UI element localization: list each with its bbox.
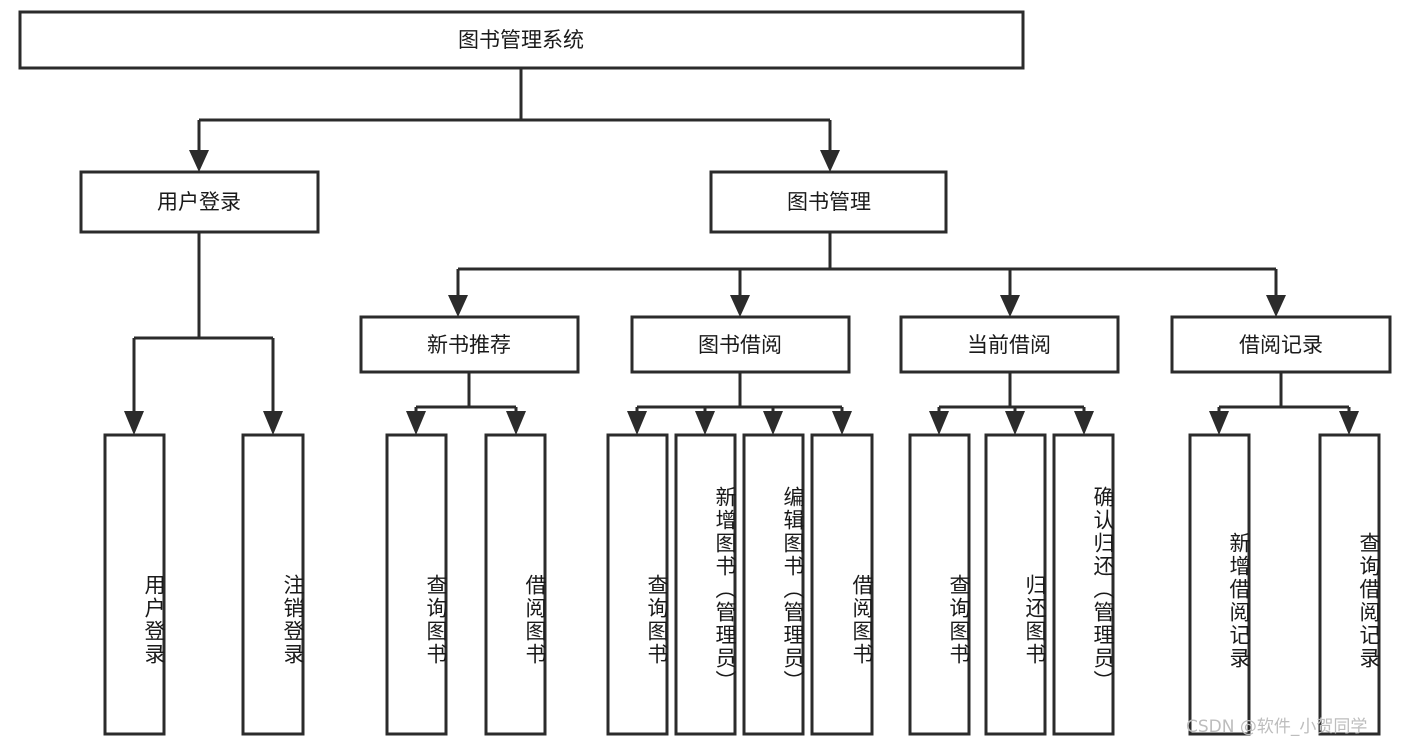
node-leaf-borrow-book-2-box[interactable]: [810, 433, 874, 736]
node-book-manage-box[interactable]: [709, 170, 948, 234]
node-book-borrow-box[interactable]: [630, 315, 851, 374]
node-leaf-edit-book-box[interactable]: [742, 433, 805, 736]
connector-layer: [124, 68, 1359, 435]
arrow-head-leaf-user-login: [124, 411, 144, 435]
arrow-head-current-borrow: [1000, 295, 1020, 317]
node-leaf-query-book-2-box[interactable]: [606, 433, 669, 736]
arrow-head-borrow-record: [1266, 295, 1286, 317]
arrow-head-new-book-rec: [448, 295, 468, 317]
node-borrow-record-label: 借阅记录: [1239, 333, 1323, 357]
arrow-head-leaf-edit-book: [763, 411, 783, 435]
arrow-head-leaf-add-book: [695, 411, 715, 435]
arrow-head-leaf-query-book-2: [627, 411, 647, 435]
node-book-borrow-label: 图书借阅: [698, 333, 782, 357]
node-book-manage-label: 图书管理: [787, 190, 871, 214]
node-current-borrow-box[interactable]: [899, 315, 1120, 374]
node-book-manage[interactable]: 图书管理: [709, 170, 948, 234]
node-leaf-query-record-box[interactable]: [1318, 433, 1381, 736]
node-leaf-add-book-box[interactable]: [674, 433, 737, 736]
node-leaf-logout-box[interactable]: [241, 433, 305, 736]
node-root-label: 图书管理系统: [458, 28, 584, 52]
arrow-head-book-manage: [820, 150, 840, 172]
node-new-book-rec-box[interactable]: [359, 315, 580, 374]
arrow-head-leaf-query-book-3: [929, 411, 949, 435]
node-root-box[interactable]: [18, 10, 1025, 70]
arrow-head-leaf-query-record: [1339, 411, 1359, 435]
node-user-login-box[interactable]: [79, 170, 320, 234]
arrow-head-book-borrow: [730, 295, 750, 317]
node-new-book-rec[interactable]: 新书推荐: [359, 315, 580, 374]
node-leaf-query-book-3-box[interactable]: [908, 433, 971, 736]
node-leaf-confirm-return-box[interactable]: [1052, 433, 1115, 736]
node-current-borrow-label: 当前借阅: [967, 333, 1051, 357]
arrow-head-leaf-query-book-1: [406, 411, 426, 435]
node-new-book-rec-label: 新书推荐: [427, 333, 511, 357]
node-leaf-query-book-1-box[interactable]: [385, 433, 448, 736]
node-leaf-user-login-box[interactable]: [103, 433, 166, 736]
arrow-head-leaf-add-record: [1209, 411, 1229, 435]
arrow-head-leaf-logout: [263, 411, 283, 435]
node-user-login[interactable]: 用户登录: [79, 170, 320, 234]
node-current-borrow[interactable]: 当前借阅: [899, 315, 1120, 374]
node-book-borrow[interactable]: 图书借阅: [630, 315, 851, 374]
arrow-head-leaf-confirm-return: [1074, 411, 1094, 435]
csdn-watermark: CSDN @软件_小贺同学: [1186, 717, 1368, 737]
arrow-head-leaf-borrow-book-2: [832, 411, 852, 435]
node-leaf-borrow-book-1-box[interactable]: [484, 433, 547, 736]
node-borrow-record-box[interactable]: [1170, 315, 1392, 374]
arrow-head-leaf-return-book: [1005, 411, 1025, 435]
node-root[interactable]: 图书管理系统: [18, 10, 1025, 70]
node-leaf-add-record-box[interactable]: [1188, 433, 1251, 736]
arrow-head-user-login: [189, 150, 209, 172]
node-user-login-label: 用户登录: [157, 190, 241, 214]
node-borrow-record[interactable]: 借阅记录: [1170, 315, 1392, 374]
node-leaf-return-book-box[interactable]: [984, 433, 1047, 736]
node-layer: 图书管理系统 用户登录 图书管理 新书推荐 图书借阅 当前: [18, 10, 1392, 736]
arrow-head-leaf-borrow-book-1: [506, 411, 526, 435]
